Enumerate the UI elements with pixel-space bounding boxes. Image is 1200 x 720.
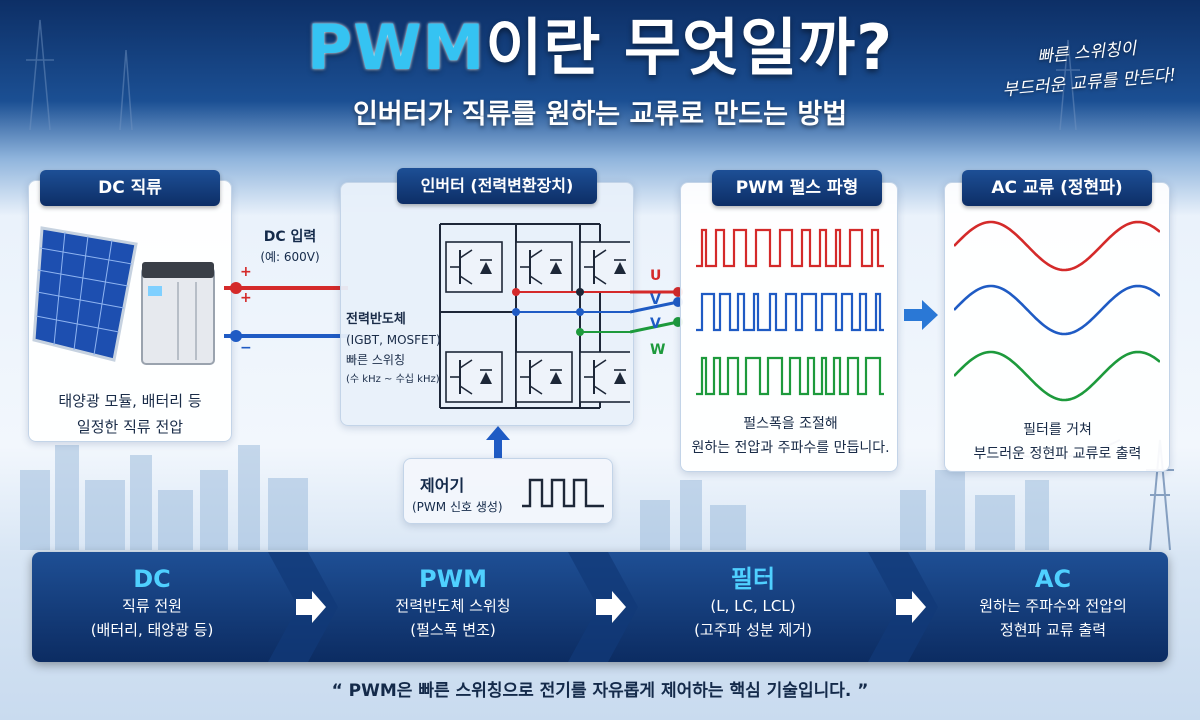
dc-caption: 태양광 모듈, 배터리 등 일정한 직류 전압 [30, 388, 230, 440]
dc-caption-line-2: 일정한 직류 전압 [76, 418, 184, 436]
phase-label-v1: V [650, 292, 661, 308]
process-step-title: 필터 [730, 565, 776, 593]
ac-caption: 필터를 거쳐 부드러운 정현파 교류로 출력 [945, 418, 1170, 466]
process-step-filter: 필터 (L, LC, LCL) (고주파 성분 제거) [638, 552, 868, 662]
process-step-line: 전력반도체 스위칭 [395, 597, 511, 615]
title-accent: PWM [306, 11, 486, 84]
switching-frequency: (수 kHz ~ 수십 kHz) [346, 374, 440, 385]
process-step-line: 직류 전원 [122, 597, 182, 615]
chevron-right-icon [268, 552, 338, 662]
pwm-caption-line-2: 원하는 전압과 주파수를 만듭니다. [691, 440, 890, 456]
pwm-panel-title: PWM 펄스 파형 [712, 170, 882, 206]
process-step-line: (고주파 성분 제거) [694, 621, 812, 639]
ac-caption-line-1: 필터를 거쳐 [1023, 422, 1092, 438]
inverter-description: 전력반도체 (IGBT, MOSFET) 빠른 스위칭 (수 kHz ~ 수십 … [346, 310, 450, 390]
dc-caption-line-1: 태양광 모듈, 배터리 등 [58, 392, 202, 410]
plus-sign-2: + [240, 290, 252, 306]
phase-label-u: U [650, 268, 662, 284]
process-step-line: (배터리, 태양광 등) [90, 621, 214, 639]
minus-sign: − [240, 340, 252, 356]
process-step-dc: DC 직류 전원 (배터리, 태양광 등) [32, 552, 272, 662]
process-step-pwm: PWM 전력반도체 스위칭 (펄스폭 변조) [338, 552, 568, 662]
dc-panel-title: DC 직류 [40, 170, 220, 206]
solar-panel-icon [32, 226, 138, 362]
controller-note: (PWM 신호 생성) [412, 500, 503, 514]
process-step-title: DC [133, 565, 171, 593]
inverter-bridge-circuit [439, 223, 630, 409]
arrow-right-icon [904, 300, 938, 330]
sine-v [954, 284, 1160, 336]
process-step-title: AC [1034, 565, 1072, 593]
plus-sign-1: + [240, 264, 252, 280]
device-type: (IGBT, MOSFET) [346, 333, 441, 347]
inverter-panel-title: 인버터 (전력변환장치) [397, 168, 597, 204]
process-step-line: (L, LC, LCL) [710, 597, 796, 615]
switching-label: 빠른 스위칭 [346, 353, 406, 367]
process-step-line: 원하는 주파수와 전압의 [979, 597, 1127, 615]
pwm-caption-line-1: 펄스폭을 조절해 [743, 416, 838, 432]
phase-label-v2: V [650, 316, 661, 332]
pwm-pulse-waveforms [696, 228, 884, 396]
phase-label-w: W [650, 342, 666, 358]
ac-panel [944, 182, 1170, 472]
page-subtitle: 인버터가 직류를 원하는 교류로 만드는 방법 [352, 99, 848, 130]
device-title: 전력반도체 [346, 312, 406, 327]
process-step-title: PWM [419, 565, 487, 593]
chevron-right-icon [868, 552, 938, 662]
chevron-right-icon [568, 552, 638, 662]
title-rest: 이란 무엇일까? [485, 11, 894, 84]
pwm-signal-icon [522, 478, 604, 508]
arrow-up-icon [486, 426, 510, 460]
ac-caption-line-2: 부드러운 정현파 교류로 출력 [973, 446, 1142, 462]
process-step-ac: AC 원하는 주파수와 전압의 정현파 교류 출력 [938, 552, 1168, 662]
ac-sine-waveforms [954, 220, 1160, 402]
controller-title: 제어기 [420, 476, 465, 495]
sine-w [954, 350, 1160, 402]
dc-input-wires [224, 282, 348, 342]
pwm-caption: 펄스폭을 조절해 원하는 전압과 주파수를 만듭니다. [683, 412, 898, 460]
battery-icon [141, 262, 215, 365]
ac-panel-title: AC 교류 (정현파) [962, 170, 1152, 206]
process-step-line: 정현파 교류 출력 [999, 621, 1107, 639]
dc-input-label: DC 입력 [263, 229, 317, 245]
footer-quote: “ PWM은 빠른 스위칭으로 전기를 자유롭게 제어하는 핵심 기술입니다. … [331, 681, 869, 701]
dc-input-note: (예: 600V) [260, 250, 320, 264]
sine-u [954, 220, 1160, 272]
process-bar: DC 직류 전원 (배터리, 태양광 등) PWM 전력반도체 스위칭 (펄스폭… [32, 552, 1168, 662]
process-step-line: (펄스폭 변조) [410, 621, 496, 639]
controller-box [403, 458, 613, 524]
igbt-switch-icon [445, 241, 503, 293]
page-title: PWM이란 무엇일까? [0, 6, 1200, 90]
